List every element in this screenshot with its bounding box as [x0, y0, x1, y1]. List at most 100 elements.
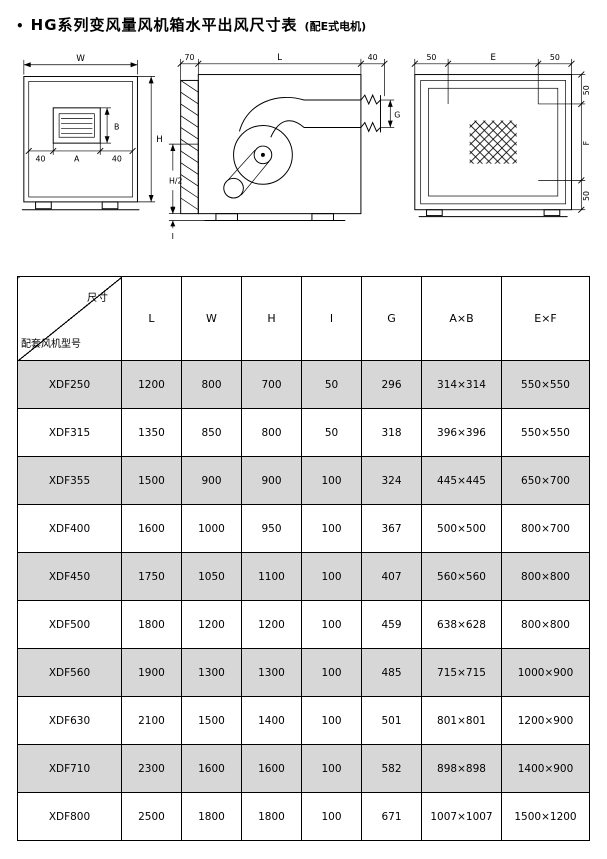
table-cell: 950 — [241, 504, 302, 553]
table-cell: 396×396 — [421, 408, 502, 457]
table-cell: 501 — [361, 696, 422, 745]
table-row: XDF400 1600 1000 950 100 367 500×500 800… — [17, 504, 590, 553]
table-row: XDF500 1800 1200 1200 100 459 638×628 80… — [17, 600, 590, 649]
table-cell: 1500×1200 — [501, 792, 590, 841]
dim-label-40: 40 — [368, 53, 378, 62]
table-cell: 800 — [181, 360, 242, 409]
table-row: XDF355 1500 900 900 100 324 445×445 650×… — [17, 456, 590, 505]
page-title: HG系列变风量风机箱水平出风尺寸表 — [30, 16, 298, 34]
table-cell: 296 — [361, 360, 422, 409]
dim-label-g: G — [394, 111, 400, 120]
bullet-icon: • — [16, 19, 24, 33]
dim-label-b: B — [114, 122, 119, 131]
table-cell: 1400 — [241, 696, 302, 745]
dim-label-h-half: H/2 — [169, 176, 183, 185]
table-cell: 1100 — [241, 552, 302, 601]
table-row: XDF710 2300 1600 1600 100 582 898×898 14… — [17, 744, 590, 793]
dimension-table: 尺寸 配套风机型号 L W H I G A×B E×F XDF250 1200 … — [17, 276, 590, 841]
column-header-l: L — [121, 276, 182, 361]
dim-label-40-right: 40 — [112, 155, 122, 164]
table-row: XDF315 1350 850 800 50 318 396×396 550×5… — [17, 408, 590, 457]
table-cell: 100 — [301, 792, 362, 841]
table-row: XDF450 1750 1050 1100 100 407 560×560 80… — [17, 552, 590, 601]
table-cell: 2300 — [121, 744, 182, 793]
model-cell: XDF630 — [17, 696, 122, 745]
table-cell: 1300 — [241, 648, 302, 697]
table-cell: 1500 — [121, 456, 182, 505]
table-cell: 1007×1007 — [421, 792, 502, 841]
dim-label-a: A — [74, 155, 80, 164]
table-cell: 367 — [361, 504, 422, 553]
table-cell: 1800 — [241, 792, 302, 841]
table-cell: 900 — [241, 456, 302, 505]
column-header-g: G — [361, 276, 422, 361]
table-cell: 1200 — [241, 600, 302, 649]
table-cell: 1350 — [121, 408, 182, 457]
model-cell: XDF355 — [17, 456, 122, 505]
table-cell: 485 — [361, 648, 422, 697]
table-cell: 1600 — [181, 744, 242, 793]
table-cell: 550×550 — [501, 360, 590, 409]
table-row: XDF250 1200 800 700 50 296 314×314 550×5… — [17, 360, 590, 409]
table-row: XDF800 2500 1800 1800 100 671 1007×1007 … — [17, 792, 590, 841]
model-cell: XDF250 — [17, 360, 122, 409]
table-cell: 1200 — [121, 360, 182, 409]
table-cell: 550×550 — [501, 408, 590, 457]
table-cell: 100 — [301, 552, 362, 601]
table-cell: 800×800 — [501, 552, 590, 601]
table-cell: 407 — [361, 552, 422, 601]
table-cell: 1600 — [241, 744, 302, 793]
model-cell: XDF400 — [17, 504, 122, 553]
table-cell: 1900 — [121, 648, 182, 697]
table-cell: 324 — [361, 456, 422, 505]
table-cell: 898×898 — [421, 744, 502, 793]
table-cell: 50 — [301, 360, 362, 409]
dim-label-f: F — [582, 140, 591, 145]
table-cell: 1300 — [181, 648, 242, 697]
table-cell: 100 — [301, 744, 362, 793]
table-cell: 1400×900 — [501, 744, 590, 793]
column-header-w: W — [181, 276, 242, 361]
table-cell: 715×715 — [421, 648, 502, 697]
table-cell: 638×628 — [421, 600, 502, 649]
model-cell: XDF560 — [17, 648, 122, 697]
table-cell: 50 — [301, 408, 362, 457]
model-cell: XDF800 — [17, 792, 122, 841]
table-cell: 100 — [301, 504, 362, 553]
table-row: XDF560 1900 1300 1300 100 485 715×715 10… — [17, 648, 590, 697]
drawing-rear-view: 50 E 50 50 F 50 — [411, 53, 591, 218]
table-cell: 2100 — [121, 696, 182, 745]
drawings-row: W B 40 A — [14, 49, 593, 254]
dim-label-l: L — [277, 53, 282, 63]
table-cell: 1000×900 — [501, 648, 590, 697]
table-cell: 445×445 — [421, 456, 502, 505]
page: • HG系列变风量风机箱水平出风尺寸表 (配E式电机) W — [14, 14, 593, 841]
table-cell: 1800 — [121, 600, 182, 649]
dim-label-50-right: 50 — [550, 53, 560, 62]
table-cell: 2500 — [121, 792, 182, 841]
model-cell: XDF450 — [17, 552, 122, 601]
table-cell: 1050 — [181, 552, 242, 601]
page-subtitle: (配E式电机) — [304, 20, 367, 33]
table-cell: 1500 — [181, 696, 242, 745]
table-cell: 100 — [301, 696, 362, 745]
table-cell: 1000 — [181, 504, 242, 553]
table-cell: 800×700 — [501, 504, 590, 553]
table-cell: 801×801 — [421, 696, 502, 745]
table-cell: 1200×900 — [501, 696, 590, 745]
model-cell: XDF315 — [17, 408, 122, 457]
dim-label-h: H — [156, 135, 163, 145]
table-cell: 700 — [241, 360, 302, 409]
title-row: • HG系列变风量风机箱水平出风尺寸表 (配E式电机) — [16, 14, 593, 35]
table-cell: 100 — [301, 456, 362, 505]
table-cell: 1800 — [181, 792, 242, 841]
dim-label-e: E — [490, 53, 496, 63]
table-cell: 500×500 — [421, 504, 502, 553]
model-cell: XDF500 — [17, 600, 122, 649]
dim-label-i: I — [172, 232, 174, 241]
dim-label-50-left: 50 — [426, 53, 436, 62]
table-cell: 100 — [301, 648, 362, 697]
table-cell: 560×560 — [421, 552, 502, 601]
table-cell: 900 — [181, 456, 242, 505]
corner-cell: 尺寸 配套风机型号 — [17, 276, 122, 361]
